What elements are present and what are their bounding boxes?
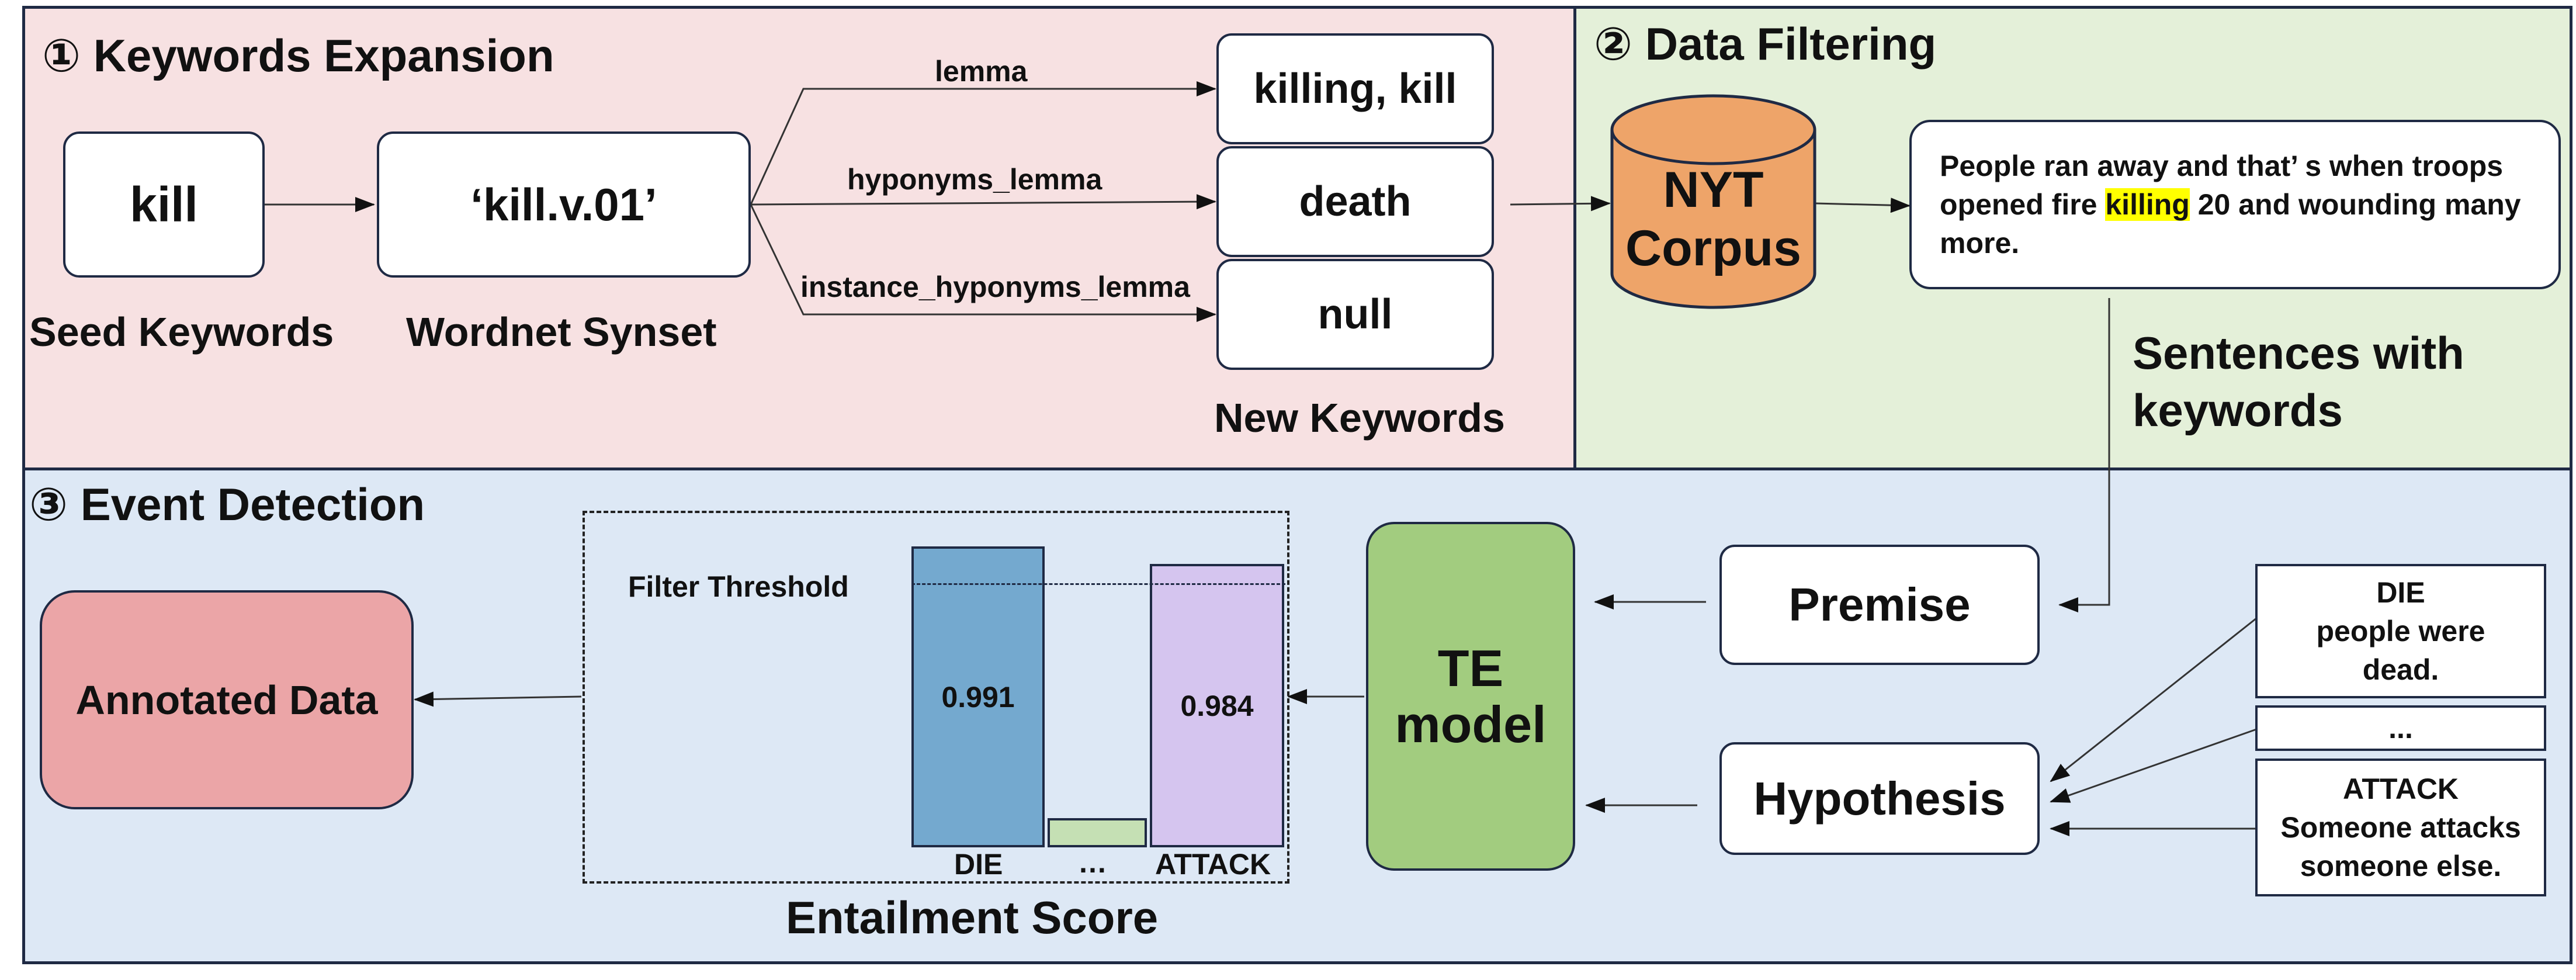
sentences-caption-line1: Sentences with: [2133, 327, 2464, 379]
example-sentence: People ran away and that’ s when troops …: [1940, 147, 2535, 262]
te-model-line2: model: [1395, 695, 1547, 753]
template-die-line1: people were: [2316, 615, 2485, 647]
bar-ellipsis: [1048, 818, 1147, 847]
edge-label-lemma: lemma: [935, 55, 1028, 88]
example-sentence-box: People ran away and that’ s when troops …: [1909, 120, 2561, 289]
template-ellipsis-box: ...: [2255, 705, 2546, 751]
entailment-chart: 0.991 0.984: [911, 543, 1285, 847]
section-title-detection: ③ Event Detection: [29, 479, 425, 530]
new-keywords-caption: New Keywords: [1214, 395, 1505, 441]
edge-label-instance-hyponyms: instance_hyponyms_lemma: [800, 271, 1190, 303]
corpus-label: NYT Corpus: [1610, 161, 1817, 278]
annotated-data-text: Annotated Data: [75, 677, 378, 723]
sentences-with-keywords-caption: Sentences with keywords: [2133, 324, 2464, 439]
bar-value-die: 0.991: [941, 680, 1015, 714]
seed-keywords-caption: Seed Keywords: [29, 309, 334, 355]
hypothesis-box: Hypothesis: [1719, 742, 2040, 855]
template-ellipsis-label: ...: [2388, 712, 2413, 744]
new-keyword-box-2: death: [1216, 146, 1494, 257]
threshold-line: [911, 583, 1285, 585]
sentences-caption-line2: keywords: [2133, 385, 2343, 436]
te-model-box: TE model: [1366, 522, 1575, 871]
new-keyword-text-2: death: [1299, 178, 1412, 225]
highlighted-keyword: killing: [2105, 188, 2190, 221]
wordnet-synset-box: ‘kill.v.01’: [377, 131, 751, 278]
entailment-chart-frame: [583, 511, 1289, 884]
new-keyword-box-1: killing, kill: [1216, 33, 1494, 144]
template-die-box: DIE people were dead.: [2255, 564, 2546, 698]
section-title-filtering: ② Data Filtering: [1594, 18, 1937, 70]
new-keyword-text-3: null: [1318, 291, 1393, 338]
template-attack-label: ATTACK: [2342, 773, 2459, 805]
bar-attack: 0.984: [1150, 564, 1284, 847]
template-attack-box: ATTACK Someone attacks someone else.: [2255, 759, 2546, 896]
new-keyword-box-3: null: [1216, 259, 1494, 370]
tick-label-ellipsis: …: [1078, 846, 1107, 879]
premise-text: Premise: [1788, 579, 1971, 631]
event-detection-panel: [22, 468, 2572, 964]
corpus-label-line1: NYT: [1663, 162, 1764, 218]
te-model-line1: TE: [1437, 639, 1504, 697]
edge-label-hyponyms: hyponyms_lemma: [847, 163, 1102, 196]
template-attack-line1: Someone attacks: [2280, 811, 2521, 844]
template-die-label: DIE: [2376, 576, 2425, 609]
synset-text: ‘kill.v.01’: [470, 178, 657, 230]
seed-keyword-box: kill: [63, 131, 265, 278]
annotated-data-box: Annotated Data: [40, 590, 414, 809]
template-die-line2: dead.: [2362, 653, 2439, 686]
bar-die: 0.991: [911, 546, 1045, 847]
new-keyword-text-1: killing, kill: [1253, 65, 1457, 112]
hypothesis-text: Hypothesis: [1753, 772, 2006, 825]
wordnet-synset-caption: Wordnet Synset: [406, 309, 717, 355]
filter-threshold-label: Filter Threshold: [628, 570, 849, 603]
section-title-expansion: ① Keywords Expansion: [42, 30, 554, 81]
sentence-text-after: 20 and wounding many more.: [1940, 188, 2521, 259]
premise-box: Premise: [1719, 545, 2040, 665]
tick-label-die: DIE: [954, 848, 1003, 881]
tick-label-attack: ATTACK: [1155, 848, 1271, 881]
bar-value-attack: 0.984: [1180, 689, 1254, 722]
sentence-text-before: People ran away and that’ s when troops …: [1940, 150, 2504, 221]
entailment-score-caption: Entailment Score: [786, 892, 1159, 943]
corpus-label-line2: Corpus: [1625, 220, 1801, 276]
database-icon: [1610, 94, 1816, 309]
template-attack-line2: someone else.: [2300, 850, 2502, 882]
nyt-corpus-cylinder: NYT Corpus: [1610, 94, 1817, 310]
seed-keyword-text: kill: [130, 176, 198, 232]
